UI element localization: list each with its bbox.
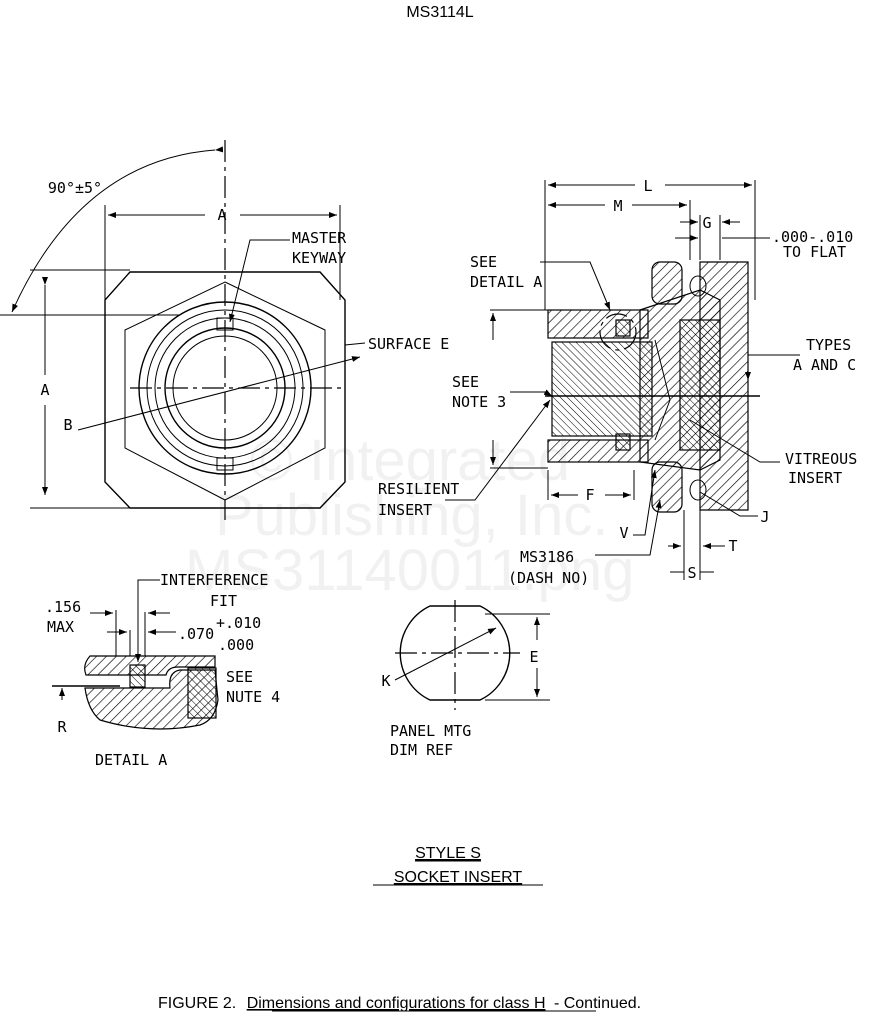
dim-r: R xyxy=(57,718,67,736)
caption-suffix: - Continued. xyxy=(554,995,641,1012)
dim-g: G xyxy=(702,214,711,232)
caption-title: Dimensions and configurations for class … xyxy=(247,995,546,1012)
interference-fit-label: INTERFERENCE xyxy=(160,571,268,589)
to-flat-label: TO FLAT xyxy=(783,243,846,261)
interference-fit-label: FIT xyxy=(210,592,237,610)
dim-e: E xyxy=(529,648,538,666)
dim-v: V xyxy=(619,524,628,542)
see-note-4-label: SEE xyxy=(226,668,253,686)
svg-text:© Integrated: © Integrated xyxy=(250,428,570,493)
master-keyway-label: KEYWAY xyxy=(292,249,346,267)
side-view xyxy=(445,180,800,580)
detail-a-drawing xyxy=(52,579,219,730)
svg-text:MS31140011.png: MS31140011.png xyxy=(185,538,634,603)
dim-a-horizontal: A xyxy=(217,206,226,224)
tolerance-label: +.010 xyxy=(216,614,261,632)
types-label: A AND C xyxy=(793,356,856,374)
dim-l: L xyxy=(643,177,652,195)
dim-m: M xyxy=(613,197,622,215)
dim-a-vertical: A xyxy=(40,381,49,399)
ms3186-label: MS3186 xyxy=(520,548,574,566)
angle-label: 90°±5° xyxy=(48,179,102,197)
tolerance-label: .000 xyxy=(218,636,254,654)
panel-title: PANEL MTG xyxy=(390,722,471,740)
figure-caption: FIGURE 2. Dimensions and configurations … xyxy=(158,995,641,1012)
dim-k: K xyxy=(381,672,390,690)
panel-cutout-drawing xyxy=(394,600,550,710)
dim-b: B xyxy=(63,416,72,434)
document-title: MS3114L xyxy=(406,4,473,21)
see-detail-a-label: DETAIL A xyxy=(470,273,542,291)
detail-a-title: DETAIL A xyxy=(95,751,167,769)
panel-title: DIM REF xyxy=(390,741,453,759)
see-note-3-label: SEE xyxy=(452,373,479,391)
ms3186-label: (DASH NO) xyxy=(508,569,589,587)
surface-e-label: SURFACE E xyxy=(368,335,449,353)
vitreous-insert-label: VITREOUS xyxy=(785,450,857,468)
resilient-insert-label: INSERT xyxy=(378,501,432,519)
dim-070: .070 xyxy=(178,625,214,643)
dim-j: J xyxy=(760,508,769,526)
see-note-4-label: NUTE 4 xyxy=(226,688,280,706)
style-title: STYLE S xyxy=(415,845,481,862)
max-dim-label: .156 xyxy=(45,598,81,616)
master-keyway-label: MASTER xyxy=(292,229,347,247)
svg-text:Publishing, Inc.: Publishing, Inc. xyxy=(215,483,608,548)
caption-prefix: FIGURE 2. xyxy=(158,995,236,1012)
types-label: TYPES xyxy=(806,336,851,354)
front-view xyxy=(0,140,366,520)
dim-s: S xyxy=(687,564,696,582)
see-detail-a-label: SEE xyxy=(470,253,497,271)
to-flat-label: .000-.010 xyxy=(772,228,853,246)
max-dim-label: MAX xyxy=(47,618,74,636)
vitreous-insert-label: INSERT xyxy=(788,469,842,487)
resilient-insert-label: RESILIENT xyxy=(378,480,459,498)
see-note-3-label: NOTE 3 xyxy=(452,393,506,411)
dim-t: T xyxy=(728,537,737,555)
dim-f: F xyxy=(585,486,594,504)
style-subtitle: SOCKET INSERT xyxy=(394,869,523,886)
watermark: © Integrated Publishing, Inc. MS31140011… xyxy=(185,428,634,603)
